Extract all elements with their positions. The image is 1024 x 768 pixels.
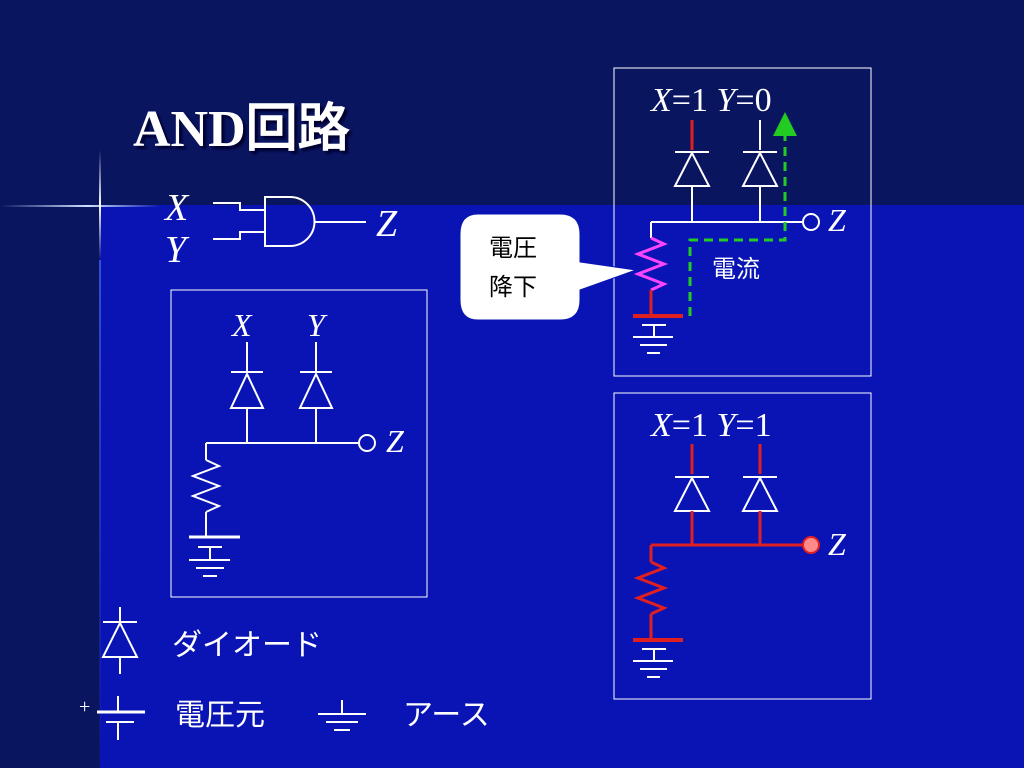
main-circuit-frame bbox=[170, 289, 428, 598]
resistor-symbol bbox=[190, 459, 222, 513]
diode-y-symbol bbox=[298, 371, 334, 409]
callout-line-1: 電圧 bbox=[489, 234, 537, 262]
top-input-equation: X=1 Y=0 bbox=[649, 82, 772, 119]
gate-input-y-label: Y bbox=[165, 229, 190, 271]
legend-voltage-source-symbol bbox=[97, 696, 145, 740]
legend-ground-symbol bbox=[318, 700, 366, 731]
slide-title: AND回路 bbox=[133, 101, 350, 158]
top-diode-y-symbol bbox=[741, 150, 779, 187]
bottom-input-equation: X=1 Y=1 bbox=[649, 407, 772, 444]
main-circuit bbox=[189, 342, 376, 577]
background-top bbox=[0, 0, 1024, 205]
main-input-x-label: X bbox=[230, 307, 253, 343]
bottom-circuit bbox=[633, 444, 820, 678]
gate-output-z-label: Z bbox=[376, 203, 398, 245]
top-output-z-label: Z bbox=[828, 202, 847, 238]
bottom-circuit-frame bbox=[613, 392, 872, 700]
legend-diode-symbol bbox=[101, 607, 139, 674]
legend-diode-label: ダイオード bbox=[172, 628, 322, 663]
main-input-y-label: Y bbox=[307, 307, 328, 343]
current-label: 電流 bbox=[712, 255, 760, 283]
main-output-z-label: Z bbox=[386, 423, 405, 459]
bottom-diode-y-symbol bbox=[741, 475, 779, 512]
background-flare-vertical bbox=[99, 150, 101, 260]
background-flare-glow bbox=[99, 260, 101, 768]
bottom-diode-x-symbol bbox=[673, 475, 711, 512]
and-gate-symbol bbox=[213, 196, 366, 247]
background-left bbox=[0, 0, 100, 768]
bottom-resistor-symbol bbox=[633, 560, 669, 616]
top-circuit bbox=[633, 112, 820, 354]
top-diode-x-symbol bbox=[673, 150, 711, 187]
background-flare-horizontal bbox=[0, 205, 160, 207]
diode-x-symbol bbox=[229, 371, 265, 409]
top-resistor-symbol bbox=[633, 236, 669, 292]
legend-ground-label: アース bbox=[403, 698, 490, 733]
bottom-output-node bbox=[802, 536, 820, 554]
voltage-drop-callout bbox=[459, 213, 637, 321]
callout-line-2: 降下 bbox=[489, 273, 537, 301]
bottom-output-z-label: Z bbox=[828, 526, 847, 562]
top-circuit-frame bbox=[613, 67, 872, 377]
legend-voltage-source-label: 電圧元 bbox=[175, 698, 265, 733]
legend-plus-sign: + bbox=[79, 696, 90, 718]
current-path-arrow bbox=[688, 112, 797, 316]
gate-input-x-label: X bbox=[163, 187, 190, 229]
